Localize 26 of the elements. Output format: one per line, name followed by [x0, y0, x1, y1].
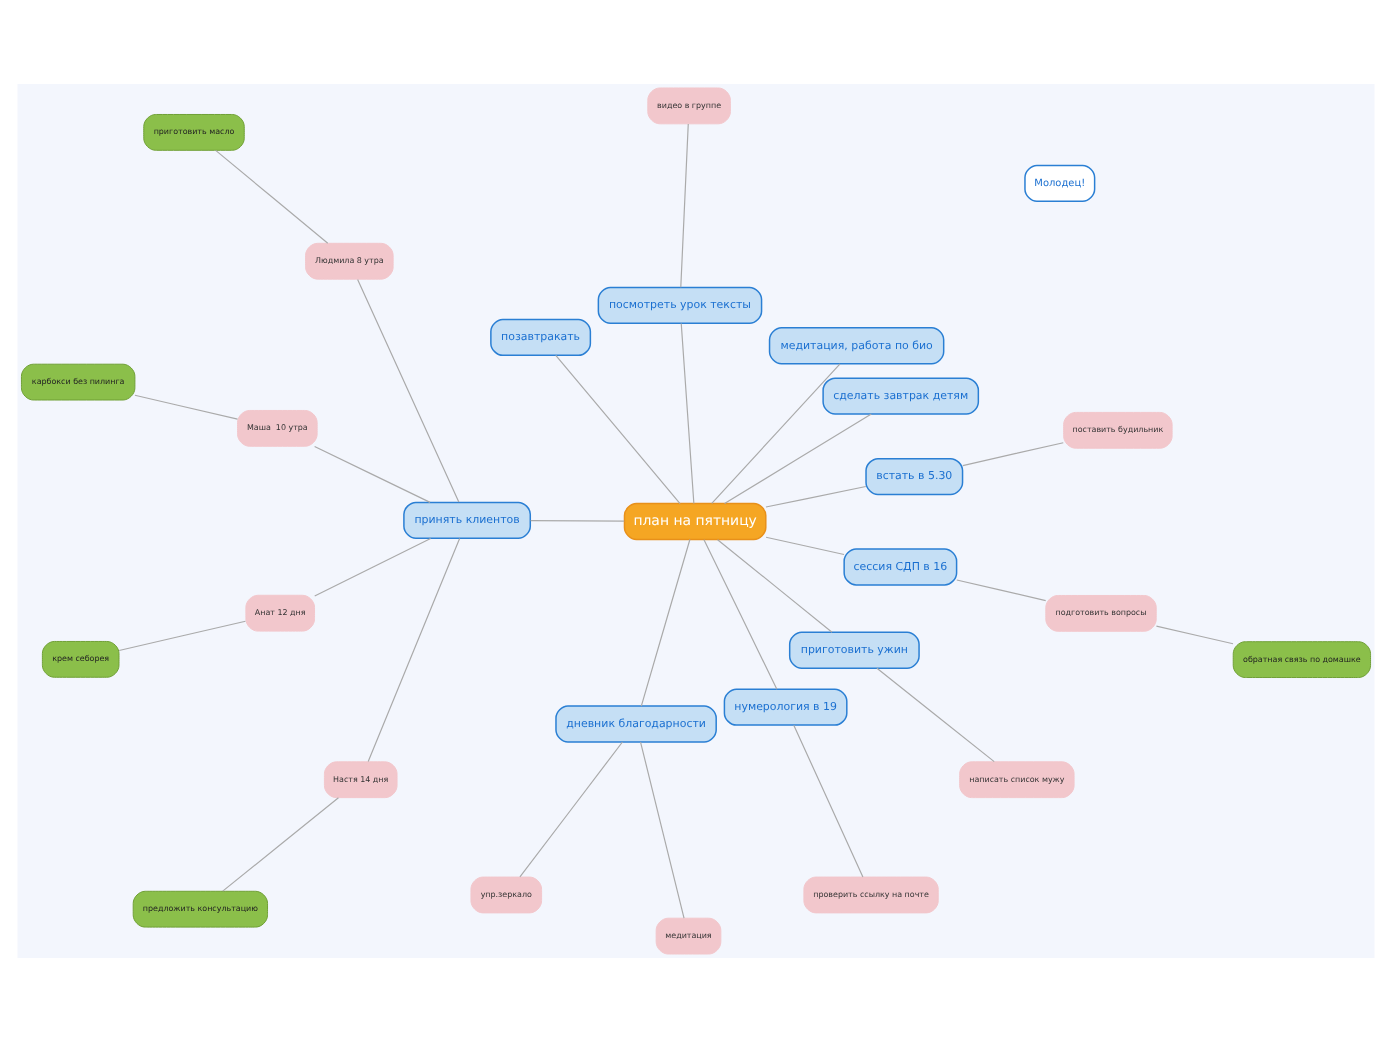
- connector: [530, 519, 625, 521]
- connector: [357, 277, 460, 502]
- connector: [118, 619, 247, 651]
- connector: [765, 535, 845, 555]
- connector: [793, 723, 864, 877]
- connector: [765, 484, 867, 507]
- connector: [962, 441, 1064, 466]
- connector: [314, 444, 431, 502]
- connector: [555, 353, 681, 504]
- connector: [215, 148, 329, 243]
- connector: [876, 666, 995, 762]
- connector: [956, 578, 1047, 601]
- connector: [680, 122, 689, 287]
- connector: [711, 362, 841, 503]
- connector: [639, 740, 685, 918]
- connector: [1155, 624, 1234, 644]
- connector: [703, 538, 778, 689]
- connector: [314, 536, 432, 596]
- connector: [222, 796, 340, 891]
- connector: [717, 538, 833, 632]
- connector: [640, 537, 691, 706]
- connector: [680, 321, 695, 504]
- connector: [724, 412, 872, 504]
- connector: [367, 536, 461, 762]
- connector: [134, 393, 239, 419]
- connector: [519, 740, 624, 877]
